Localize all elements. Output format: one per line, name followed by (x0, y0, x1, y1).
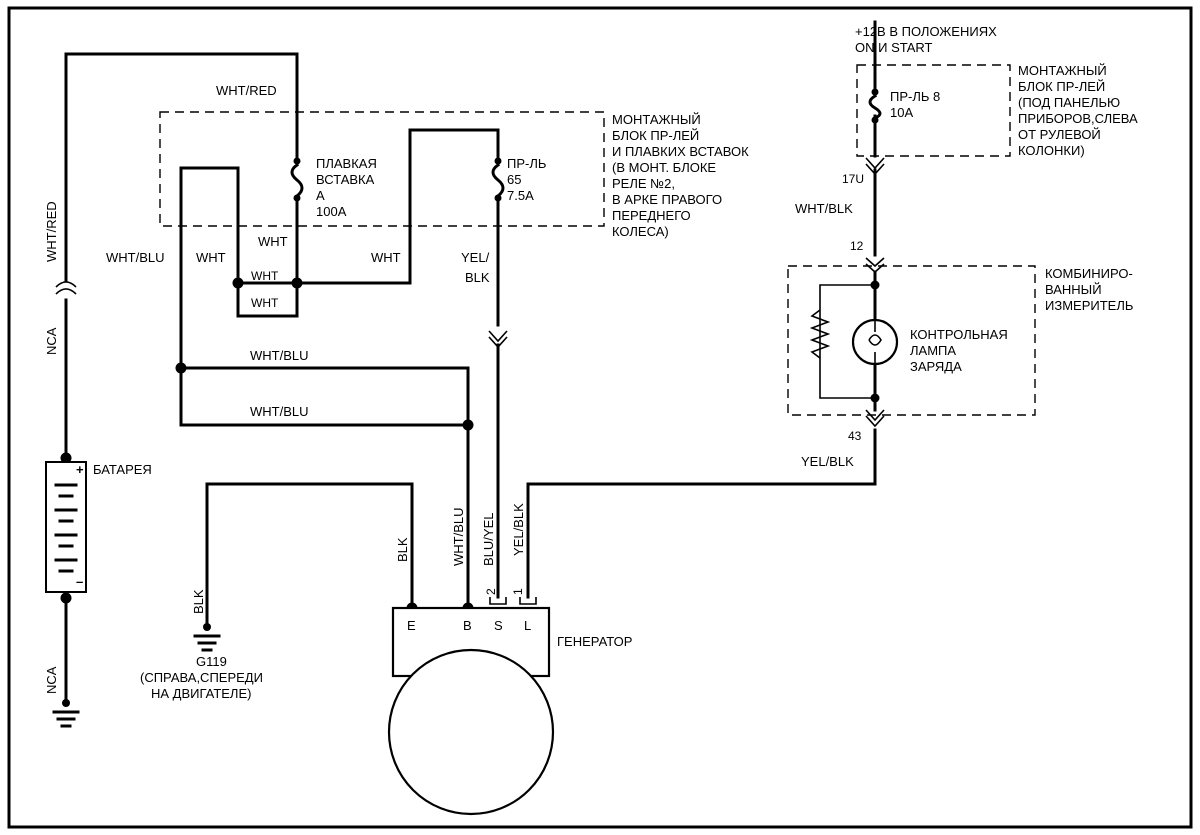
relay-box-desc-1: МОНТАЖНЫЙ (612, 112, 701, 127)
wire-label-wht-2: WHT (258, 234, 288, 249)
wire-label-wht-blu-gen: WHT/BLU (451, 508, 466, 567)
wire-label-wht-red-top: WHT/RED (216, 83, 277, 98)
relay-box-desc-4: (В МОНТ. БЛОКЕ (612, 160, 716, 175)
wire-label-yel-blk-gen: YEL/BLK (511, 503, 526, 556)
lamp-label-3: ЗАРЯДА (910, 359, 962, 374)
generator-symbol (387, 606, 555, 816)
meter-label-2: ВАННЫЙ (1045, 282, 1102, 297)
dash-box-desc-5: ОТ РУЛЕВОЙ (1018, 127, 1101, 142)
connector-marks (55, 157, 885, 605)
ground-g119-label-1: G119 (196, 654, 227, 669)
wire-label-yel: YEL/ (461, 250, 490, 265)
resistor-symbol (809, 309, 831, 359)
wire-label-wht-red-left: WHT/RED (44, 201, 59, 262)
fuse-8-label-1: ПР-ЛЬ 8 (890, 89, 940, 104)
relay-box-desc-3: И ПЛАВКИХ ВСТАВОК (612, 144, 749, 159)
wire-label-wht-box-2: WHT (251, 296, 279, 310)
dash-box-desc-1: МОНТАЖНЫЙ (1018, 63, 1107, 78)
wire-label-nca-lower: NCA (44, 666, 59, 694)
relay-box-outline (159, 111, 605, 227)
dash-box-desc-3: (ПОД ПАНЕЛЬЮ (1018, 95, 1120, 110)
ground-symbol-g119 (193, 623, 221, 652)
splice-dots (60, 277, 880, 614)
battery-label: БАТАРЕЯ (93, 462, 152, 477)
dash-box-desc-2: БЛОК ПР-ЛЕЙ (1018, 79, 1105, 94)
battery-plus-label: + (76, 462, 84, 477)
ground-g119-label-2: (СПРАВА,СПЕРЕДИ (140, 670, 263, 685)
fuse-8-label-2: 10А (890, 105, 913, 120)
fuse-65-symbol (491, 157, 505, 202)
battery-symbol (45, 461, 87, 593)
dash-box-desc-6: КОЛОНКИ) (1018, 143, 1085, 158)
wires (64, 20, 877, 705)
wire-label-wht-box-1: WHT (251, 269, 279, 283)
relay-box-desc-2: БЛОК ПР-ЛЕЙ (612, 128, 699, 143)
ground-symbol-battery (52, 699, 80, 728)
meter-label-1: КОМБИНИРО- (1045, 266, 1133, 281)
dash-fuse-box-outline (856, 64, 1011, 157)
ground-g119-label-3: НА ДВИГАТЕЛЕ) (151, 686, 251, 701)
meter-label-3: ИЗМЕРИТЕЛЬ (1045, 298, 1133, 313)
relay-box-desc-7: ПЕРЕДНЕГО (612, 208, 691, 223)
wire-label-wht-blk: WHT/BLK (795, 201, 853, 216)
lamp-label-1: КОНТРОЛЬНАЯ (910, 327, 1008, 342)
wire-label-wht-1: WHT (196, 250, 226, 265)
fusible-link-label-3: А (316, 188, 325, 203)
connector-pin-17u: 17U (842, 172, 864, 186)
wire-label-yel-blk-right: YEL/BLK (801, 454, 854, 469)
generator-pin-1: 1 (511, 588, 525, 595)
fuse-8-symbol (868, 88, 882, 124)
fusible-link-symbol (290, 157, 304, 202)
wire-label-wht-blu-h1: WHT/BLU (250, 348, 309, 363)
charge-lamp-symbol (851, 318, 899, 366)
wire-label-blk-gen: BLK (395, 537, 410, 562)
generator-label: ГЕНЕРАТОР (557, 634, 632, 649)
fuse-65-label-3: 7.5А (507, 188, 534, 203)
dash-box-desc-4: ПРИБОРОВ,СЛЕВА (1018, 111, 1138, 126)
generator-terminal-b: B (463, 618, 472, 633)
lamp-label-2: ЛАМПА (910, 343, 956, 358)
connector-pin-12: 12 (850, 239, 864, 253)
wire-label-blk-ground: BLK (191, 589, 206, 614)
fusible-link-label-2: ВСТАВКА (316, 172, 375, 187)
wire-label-wht-blu-left: WHT/BLU (106, 250, 165, 265)
power-note-2: ON И START (855, 40, 933, 55)
wire-label-blu-yel: BLU/YEL (481, 513, 496, 566)
relay-box-desc-8: КОЛЕСА) (612, 224, 669, 239)
generator-terminal-e: E (407, 618, 416, 633)
wire-label-wht-3: WHT (371, 250, 401, 265)
fuse-65-label-2: 65 (507, 172, 521, 187)
relay-box-desc-6: В АРКЕ ПРАВОГО (612, 192, 722, 207)
connector-pin-43: 43 (848, 429, 862, 443)
relay-box-desc-5: РЕЛЕ №2, (612, 176, 675, 191)
fusible-link-label-4: 100А (316, 204, 347, 219)
generator-terminal-l: L (524, 618, 531, 633)
combination-meter-outline (787, 265, 1036, 416)
fuse-65-label-1: ПР-ЛЬ (507, 156, 546, 171)
battery-minus-label: – (76, 574, 83, 589)
generator-terminal-s: S (494, 618, 503, 633)
fusible-link-label-1: ПЛАВКАЯ (316, 156, 377, 171)
wire-label-blk: BLK (465, 270, 490, 285)
generator-pin-2: 2 (484, 588, 498, 595)
wire-label-wht-blu-h2: WHT/BLU (250, 404, 309, 419)
wire-label-nca-upper: NCA (44, 327, 59, 355)
diagram-frame (7, 6, 1193, 829)
power-note-1: +12В В ПОЛОЖЕНИЯХ (855, 24, 997, 39)
